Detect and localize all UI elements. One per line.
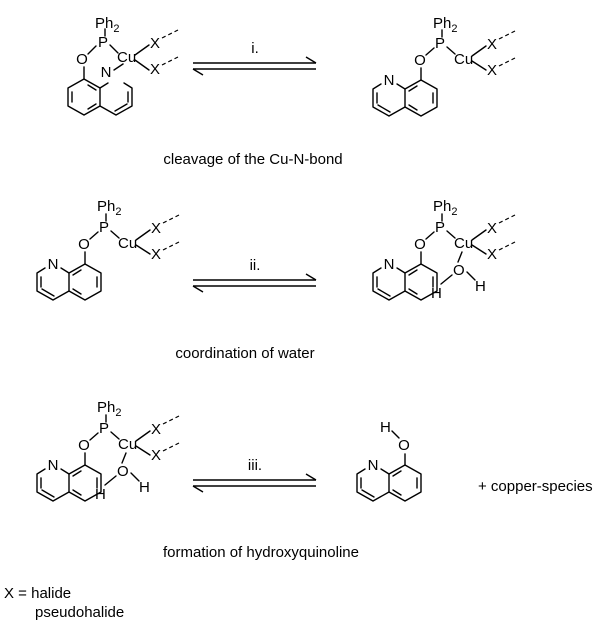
hydrogen-label: H [139,479,150,496]
halide-label: X [487,62,497,79]
chelate-complex-row1: N O P Ph2 Cu X X [67,15,179,116]
copper-label: Cu [454,51,473,68]
caption-step-iii: formation of hydroxyquinoline [163,544,359,561]
copper-label: Cu [118,235,137,252]
open-complex-row1: N O P Ph2 Cu X X [372,15,516,117]
water-complex-row2: N O P Ph2 Cu X X O H H [372,198,516,302]
nitrogen-label: N [48,256,59,273]
copper-species-label: + copper-species [478,478,593,495]
phenyl-label: Ph2 [433,15,457,35]
oxygen-label: O [414,52,426,69]
nitrogen-label: N [384,72,395,89]
hydrogen-label: H [475,278,486,295]
equilibrium-arrow-i: i. [192,40,317,76]
halide-label: X [150,35,160,52]
hydrogen-label: H [380,419,391,436]
oxygen-label: O [398,437,410,454]
step-label: iii. [248,457,262,474]
step-label: ii. [250,257,261,274]
caption-step-i: cleavage of the Cu-N-bond [163,151,342,168]
halide-legend: X = halide pseudohalide [4,585,124,621]
hydrogen-label: H [431,285,442,302]
oxygen-label: O [78,236,90,253]
hydroxyquinoline-product: N O H [356,419,422,502]
equilibrium-arrow-iii: iii. [192,457,317,493]
halide-label: X [487,246,497,263]
oxygen-label: O [414,236,426,253]
nitrogen-label: N [368,457,379,474]
halide-label: X [487,36,497,53]
nitrogen-label: N [101,64,112,81]
copper-label: Cu [454,235,473,252]
phenyl-label: Ph2 [95,15,119,35]
phosphorus-label: P [435,219,445,236]
nitrogen-label: N [48,457,59,474]
phosphorus-label: P [99,420,109,437]
phosphorus-label: P [98,34,108,51]
halide-label: X [151,220,161,237]
phenyl-label: Ph2 [97,198,121,218]
halide-label: X [151,447,161,464]
legend-line2: pseudohalide [35,604,124,621]
legend-line1: X = halide [4,585,71,602]
oxygen-label: O [78,437,90,454]
caption-step-ii: coordination of water [175,345,314,362]
phosphorus-label: P [435,35,445,52]
phenyl-label: Ph2 [433,198,457,218]
copper-label: Cu [117,49,136,66]
step-label: i. [251,40,259,57]
water-oxygen-label: O [453,262,465,279]
water-oxygen-label: O [117,463,129,480]
phosphorus-label: P [99,219,109,236]
equilibrium-arrow-ii: ii. [192,257,317,293]
hydrogen-label: H [95,486,106,503]
halide-label: X [150,61,160,78]
halide-label: X [487,220,497,237]
halide-label: X [151,246,161,263]
halide-label: X [151,421,161,438]
phenyl-label: Ph2 [97,399,121,419]
nitrogen-label: N [384,256,395,273]
water-complex-row3: N O P Ph2 Cu X X O H H [36,399,180,503]
open-complex-row2: N O P Ph2 Cu X X [36,198,180,301]
oxygen-label: O [76,51,88,68]
copper-label: Cu [118,436,137,453]
